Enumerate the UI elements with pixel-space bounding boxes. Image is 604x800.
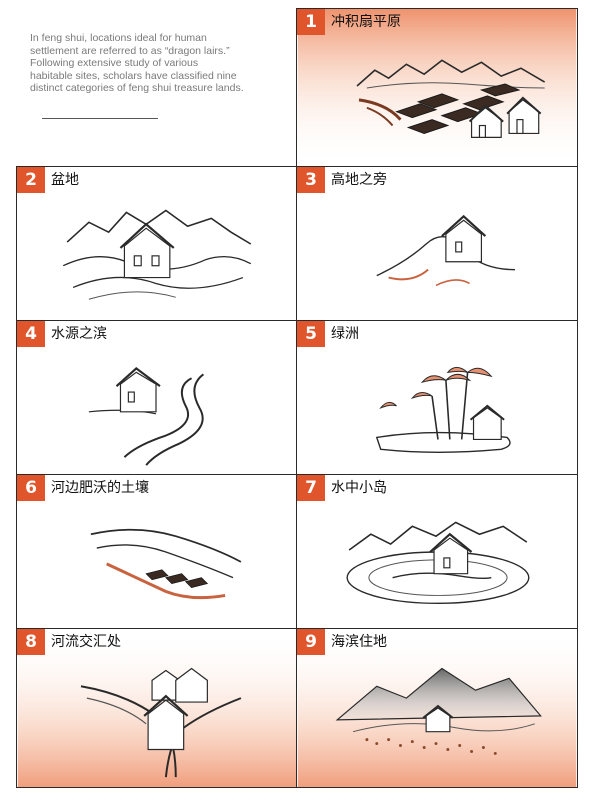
panel-title: 水中小岛 (331, 480, 387, 496)
alluvial-plain-illustration (297, 9, 577, 167)
panel-title: 海滨住地 (331, 634, 387, 650)
intro-line: settlement are referred to as “dragon la… (30, 44, 230, 57)
panel-title: 高地之旁 (331, 172, 387, 188)
river-confluence-illustration (17, 629, 297, 787)
panel-7: 7 水中小岛 (296, 474, 578, 630)
island-illustration (346, 521, 530, 605)
intro-divider (42, 118, 158, 119)
waterside-illustration (88, 366, 205, 466)
intro-text: In feng shui, locations ideal for human … (30, 32, 280, 95)
panel-title: 冲积扇平原 (331, 14, 401, 30)
intro-line: Following extensive study of various (30, 57, 199, 69)
panel-number: 8 (17, 629, 45, 655)
panel-2: 2 盆地 (16, 166, 298, 322)
panel-9: 9 海滨住地 (296, 628, 578, 788)
panel-number: 3 (297, 167, 325, 193)
panel-number: 6 (17, 475, 45, 501)
panel-number: 9 (297, 629, 325, 655)
panel-4: 4 水源之滨 (16, 320, 298, 476)
panel-3: 3 高地之旁 (296, 166, 578, 322)
panel-title: 河流交汇处 (51, 634, 121, 650)
panel-5: 5 绿洲 (296, 320, 578, 476)
panel-title: 河边肥沃的土壤 (51, 480, 149, 496)
intro-line: habitable sites, scholars have classifie… (30, 69, 237, 82)
basin-illustration (62, 209, 252, 300)
seaside-illustration (297, 629, 577, 787)
oasis-illustration (375, 366, 511, 453)
panel-number: 1 (297, 9, 325, 35)
intro-line: In feng shui, locations ideal for human (30, 32, 207, 44)
panel-number: 2 (17, 167, 45, 193)
panel-title: 水源之滨 (51, 326, 107, 342)
panel-number: 5 (297, 321, 325, 347)
highland-illustration (376, 214, 515, 287)
panel-number: 4 (17, 321, 45, 347)
panel-title: 盆地 (51, 172, 79, 188)
panel-6: 6 河边肥沃的土壤 (16, 474, 298, 630)
intro-line: distinct categories of feng shui treasur… (30, 82, 244, 94)
panel-title: 绿洲 (331, 326, 359, 342)
riverbank-soil-illustration (90, 528, 242, 600)
panel-1: 1 冲积扇平原 (296, 8, 578, 168)
panel-8: 8 河流交汇处 (16, 628, 298, 788)
panel-number: 7 (297, 475, 325, 501)
